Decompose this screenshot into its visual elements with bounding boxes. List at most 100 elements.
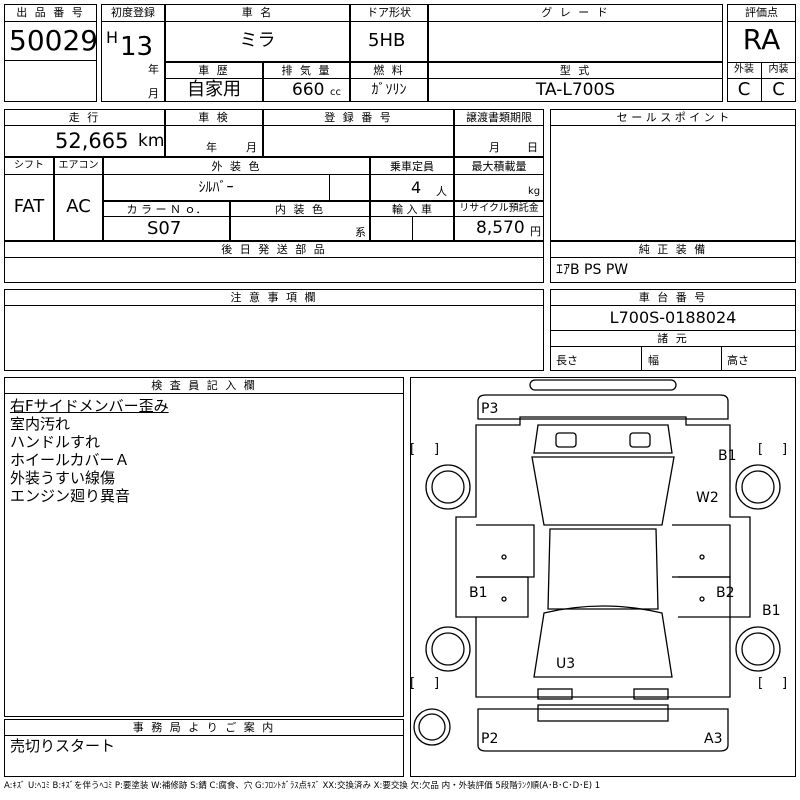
inspector-line: 右Fサイドメンバー歪み (10, 397, 169, 415)
diagram-roof-bar (529, 379, 677, 391)
int-score: C (772, 79, 785, 100)
car-name-label: 車 名 (241, 6, 274, 19)
dims-label: 諸 元 (657, 332, 689, 345)
displacement-unit: cc (330, 87, 341, 98)
first-reg-label: 初度登録 (111, 6, 155, 19)
dims-height: 高さ (727, 354, 749, 367)
inspection-cell (165, 109, 263, 157)
history-cell (165, 62, 263, 102)
svg-text:]: ] (434, 676, 439, 691)
transfer-cell (454, 109, 544, 157)
notes-label: 注 意 事 項 欄 (230, 291, 318, 304)
diagram-body (455, 416, 751, 698)
office-label: 事 務 局 よ り ご 案 内 (132, 721, 276, 734)
fuel-cell (350, 62, 428, 102)
ac-cell (54, 157, 103, 241)
svg-text:[: [ (410, 442, 415, 457)
ext-score-label: 外装 (734, 64, 754, 75)
svg-text:]: ] (434, 442, 439, 457)
office-value: 売切りスタート (10, 737, 116, 755)
recycle-value: 8,570 (476, 218, 525, 238)
shift-value: FAT (13, 196, 45, 217)
inspector-cell (4, 377, 404, 717)
diagram-spare-wheel (413, 708, 451, 746)
office-cell (4, 719, 404, 777)
inspection-month-unit: 月 (246, 141, 257, 154)
first-reg-month-unit: 月 (148, 87, 159, 100)
inspector-line: ハンドルすれ (10, 433, 101, 451)
damage-mark: P2 (481, 731, 499, 747)
mileage-label: 走 行 (68, 111, 101, 124)
recycle-cell (454, 201, 544, 241)
sales-point-label: セ ー ル ス ポ イ ン ト (616, 111, 730, 124)
color-no-cell (103, 201, 230, 241)
first-reg-year-unit: 年 (148, 63, 159, 76)
chassis-number: L700S-0188024 (609, 308, 737, 327)
capacity-value: 4 (411, 178, 422, 197)
equipment-cell (550, 241, 796, 283)
plate-label: 登 録 番 号 (324, 111, 393, 124)
fuel-value: ｶﾞｿﾘﾝ (371, 82, 407, 98)
model-value: TA-L700S (535, 80, 616, 100)
diagram-door-rr (678, 576, 731, 618)
inspector-line: 室内汚れ (10, 415, 71, 433)
svg-text:]: ] (782, 676, 787, 691)
score-value: RA (742, 23, 781, 56)
damage-mark: U3 (556, 656, 576, 672)
max-load-unit: kg (528, 186, 541, 197)
diagram-wheel-fr (735, 464, 781, 510)
lot-number-cell (4, 4, 97, 102)
svg-text:[: [ (758, 442, 763, 457)
grade-cell (428, 4, 723, 62)
first-reg-year: 13 (120, 32, 154, 62)
dims-width: 幅 (648, 354, 659, 367)
history-value: 自家用 (187, 79, 241, 100)
mileage-cell (4, 109, 165, 157)
import-label: 輸 入 車 (392, 203, 432, 216)
color-no-label: カ ラ ー Ｎ ｏ． (126, 203, 207, 216)
lot-number-label: 出 品 番 号 (16, 6, 85, 19)
diagram-wheel-fl (425, 464, 471, 510)
diagram-door-fr (672, 524, 731, 578)
inspector-line: 外装うすい線傷 (10, 469, 116, 487)
displacement-value: 660 (292, 80, 325, 100)
fuel-label: 燃 料 (373, 64, 405, 77)
damage-mark: W2 (696, 490, 719, 506)
door-cell (350, 4, 428, 62)
later-parts-label: 後 日 発 送 部 品 (221, 243, 327, 256)
diagram-door-rl (476, 576, 529, 618)
damage-mark: B1 (469, 585, 488, 601)
model-cell (428, 62, 723, 102)
interior-color-unit: 系 (355, 226, 366, 239)
displacement-label: 排 気 量 (281, 64, 332, 77)
mileage-value: 52,665 (55, 129, 129, 153)
dims-length: 長さ (556, 354, 578, 367)
diagram-door-fl (476, 524, 535, 578)
car-diagram: [ ] [ ] [ ] [ ] (410, 379, 787, 752)
color-no: S07 (147, 218, 182, 239)
car-name-cell (165, 4, 350, 62)
damage-mark: P3 (481, 401, 499, 417)
diagram-rear-bumper (477, 708, 729, 752)
inspector-line: ホイールカバーＡ (10, 451, 130, 469)
diagram-roof (547, 528, 659, 610)
door-label: ドア形状 (367, 6, 411, 19)
capacity-label: 乗車定員 (390, 160, 434, 173)
transfer-month-unit: 月 (489, 141, 500, 154)
plate-cell (263, 109, 454, 157)
exterior-color-cell (103, 157, 370, 201)
history-label: 車 歴 (198, 64, 230, 77)
diagram-wheel-rl (425, 626, 471, 672)
interior-color-cell (230, 201, 370, 241)
inspection-year-unit: 年 (206, 141, 217, 154)
lot-number: 50029 (9, 24, 99, 57)
int-score-label: 内装 (768, 64, 789, 75)
grade-label: グ レ ー ド (541, 6, 610, 19)
recycle-label: リサイクル預託金 (459, 203, 539, 214)
equipment-value: ｴｱB PS PW (556, 262, 629, 278)
score-label: 評価点 (745, 6, 778, 19)
inspector-label: 検 査 員 記 入 欄 (151, 379, 257, 392)
door-type: 5HB (368, 30, 406, 51)
damage-mark: A3 (704, 731, 723, 747)
legend: A:ｷｽﾞ U:ﾍｺﾐ B:ｷｽﾞを伴うﾍｺﾐ P:要塗装 W:補修跡 S:錆 … (4, 781, 601, 791)
